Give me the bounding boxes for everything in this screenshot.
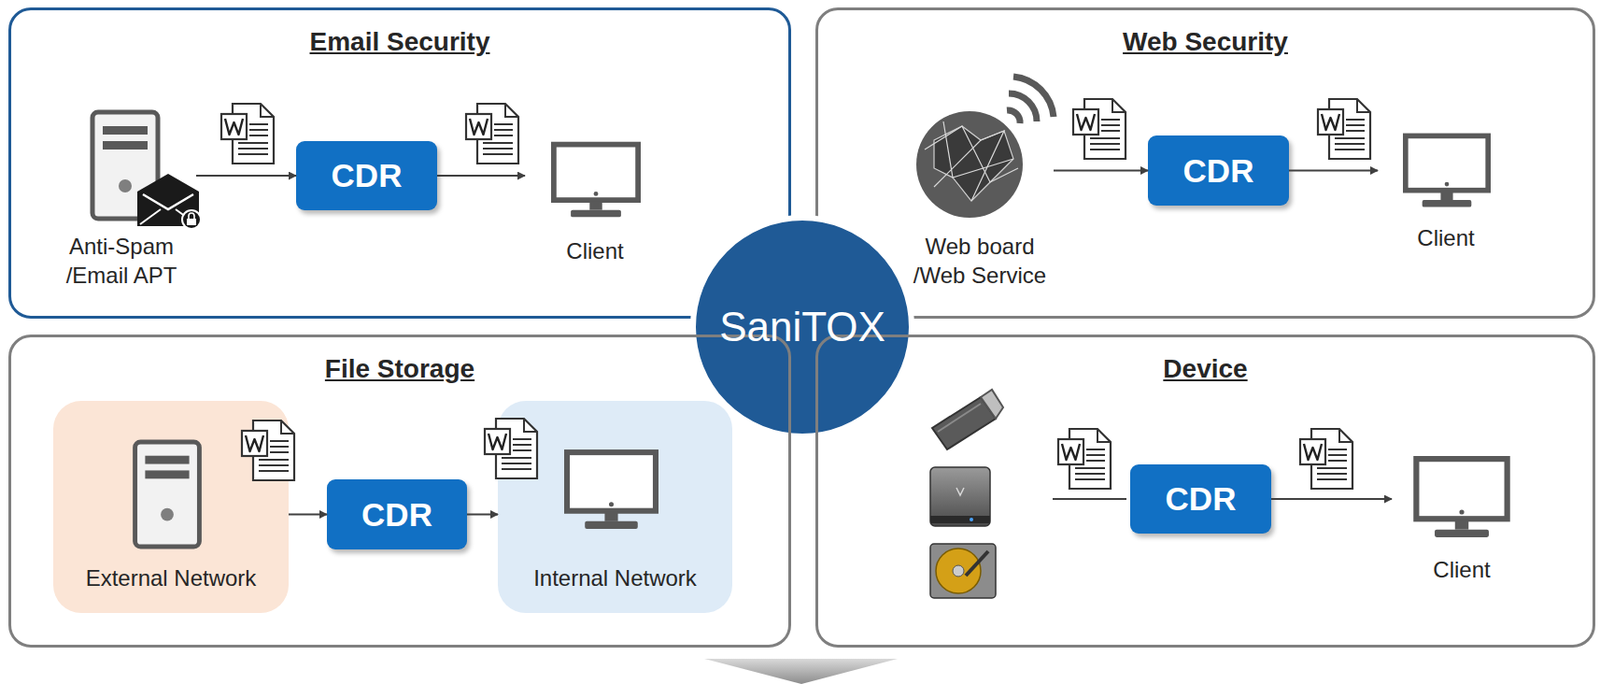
word-document-icon xyxy=(484,418,538,479)
cdr-label: CDR xyxy=(331,156,403,195)
section-panel: Email SecurityAnti-Spam /Email APT CDR Cli… xyxy=(8,7,792,319)
feed-line xyxy=(1052,497,1127,500)
cdr-box: CDR xyxy=(296,141,438,211)
server-icon xyxy=(92,112,158,219)
flow-arrow xyxy=(288,513,327,516)
cdr-label: CDR xyxy=(361,495,433,534)
monitor-icon xyxy=(553,144,638,218)
cdr-box: CDR xyxy=(326,479,468,550)
word-document-icon xyxy=(1317,99,1371,159)
monitor-icon xyxy=(1405,135,1488,207)
word-document-icon xyxy=(221,103,274,164)
cdr-label: CDR xyxy=(1183,152,1255,190)
region-label: Internal Network xyxy=(497,563,733,593)
hard-disk-icon xyxy=(930,543,996,598)
usb-drive-icon xyxy=(932,389,1004,450)
center-circle: SaniTOX xyxy=(690,214,915,439)
section-title: Web Security xyxy=(818,27,1593,57)
word-document-icon xyxy=(1300,428,1353,489)
word-document-icon xyxy=(1058,428,1111,489)
section-title: File Storage xyxy=(11,353,789,384)
monitor-icon xyxy=(566,452,656,529)
section-panel: Web SecurityWeb board /Web Service CDR Cli… xyxy=(815,7,1596,319)
node-label: Client xyxy=(1391,554,1532,584)
icon-node: Client xyxy=(524,141,666,267)
icon-node: Web board /Web Service xyxy=(906,81,1054,287)
cdr-label: CDR xyxy=(1165,480,1237,518)
flow-arrow xyxy=(467,513,498,516)
flow-arrow xyxy=(437,174,525,177)
server-icon xyxy=(135,441,200,547)
icon-node: Client xyxy=(1377,132,1515,255)
network-region: Internal Network xyxy=(497,400,733,613)
word-document-icon xyxy=(466,103,519,164)
word-document-icon xyxy=(1073,99,1126,159)
node-label: Client xyxy=(524,236,666,266)
node-label: Anti-Spam /Email APT xyxy=(46,231,197,290)
monitor-icon xyxy=(1415,458,1507,538)
section-title: Device xyxy=(818,353,1593,384)
external-hdd-icon xyxy=(930,467,991,526)
product-name: SaniTOX xyxy=(719,303,886,351)
icon-node: Client xyxy=(1391,455,1532,582)
flow-arrow xyxy=(196,174,297,177)
cdr-box: CDR xyxy=(1130,464,1272,534)
flow-arrow xyxy=(1288,169,1378,172)
flow-arrow xyxy=(1271,497,1392,500)
mail-lock-icon xyxy=(137,173,202,230)
word-document-icon xyxy=(241,420,295,481)
node-label: Client xyxy=(1377,223,1515,253)
icon-node: Anti-Spam /Email APT xyxy=(46,102,197,290)
section-panel: DeviceCDR Client xyxy=(815,334,1596,648)
flow-arrow xyxy=(1053,169,1148,172)
network-region: External Network xyxy=(53,400,289,613)
down-chevron xyxy=(704,658,898,684)
section-title: Email Security xyxy=(11,27,789,57)
region-label: External Network xyxy=(53,563,289,593)
cdr-box: CDR xyxy=(1147,135,1289,206)
section-panel: File StorageExternal Network CDR Internal … xyxy=(8,334,792,648)
node-label: Web board /Web Service xyxy=(906,231,1054,290)
globe-icon xyxy=(916,76,1054,218)
